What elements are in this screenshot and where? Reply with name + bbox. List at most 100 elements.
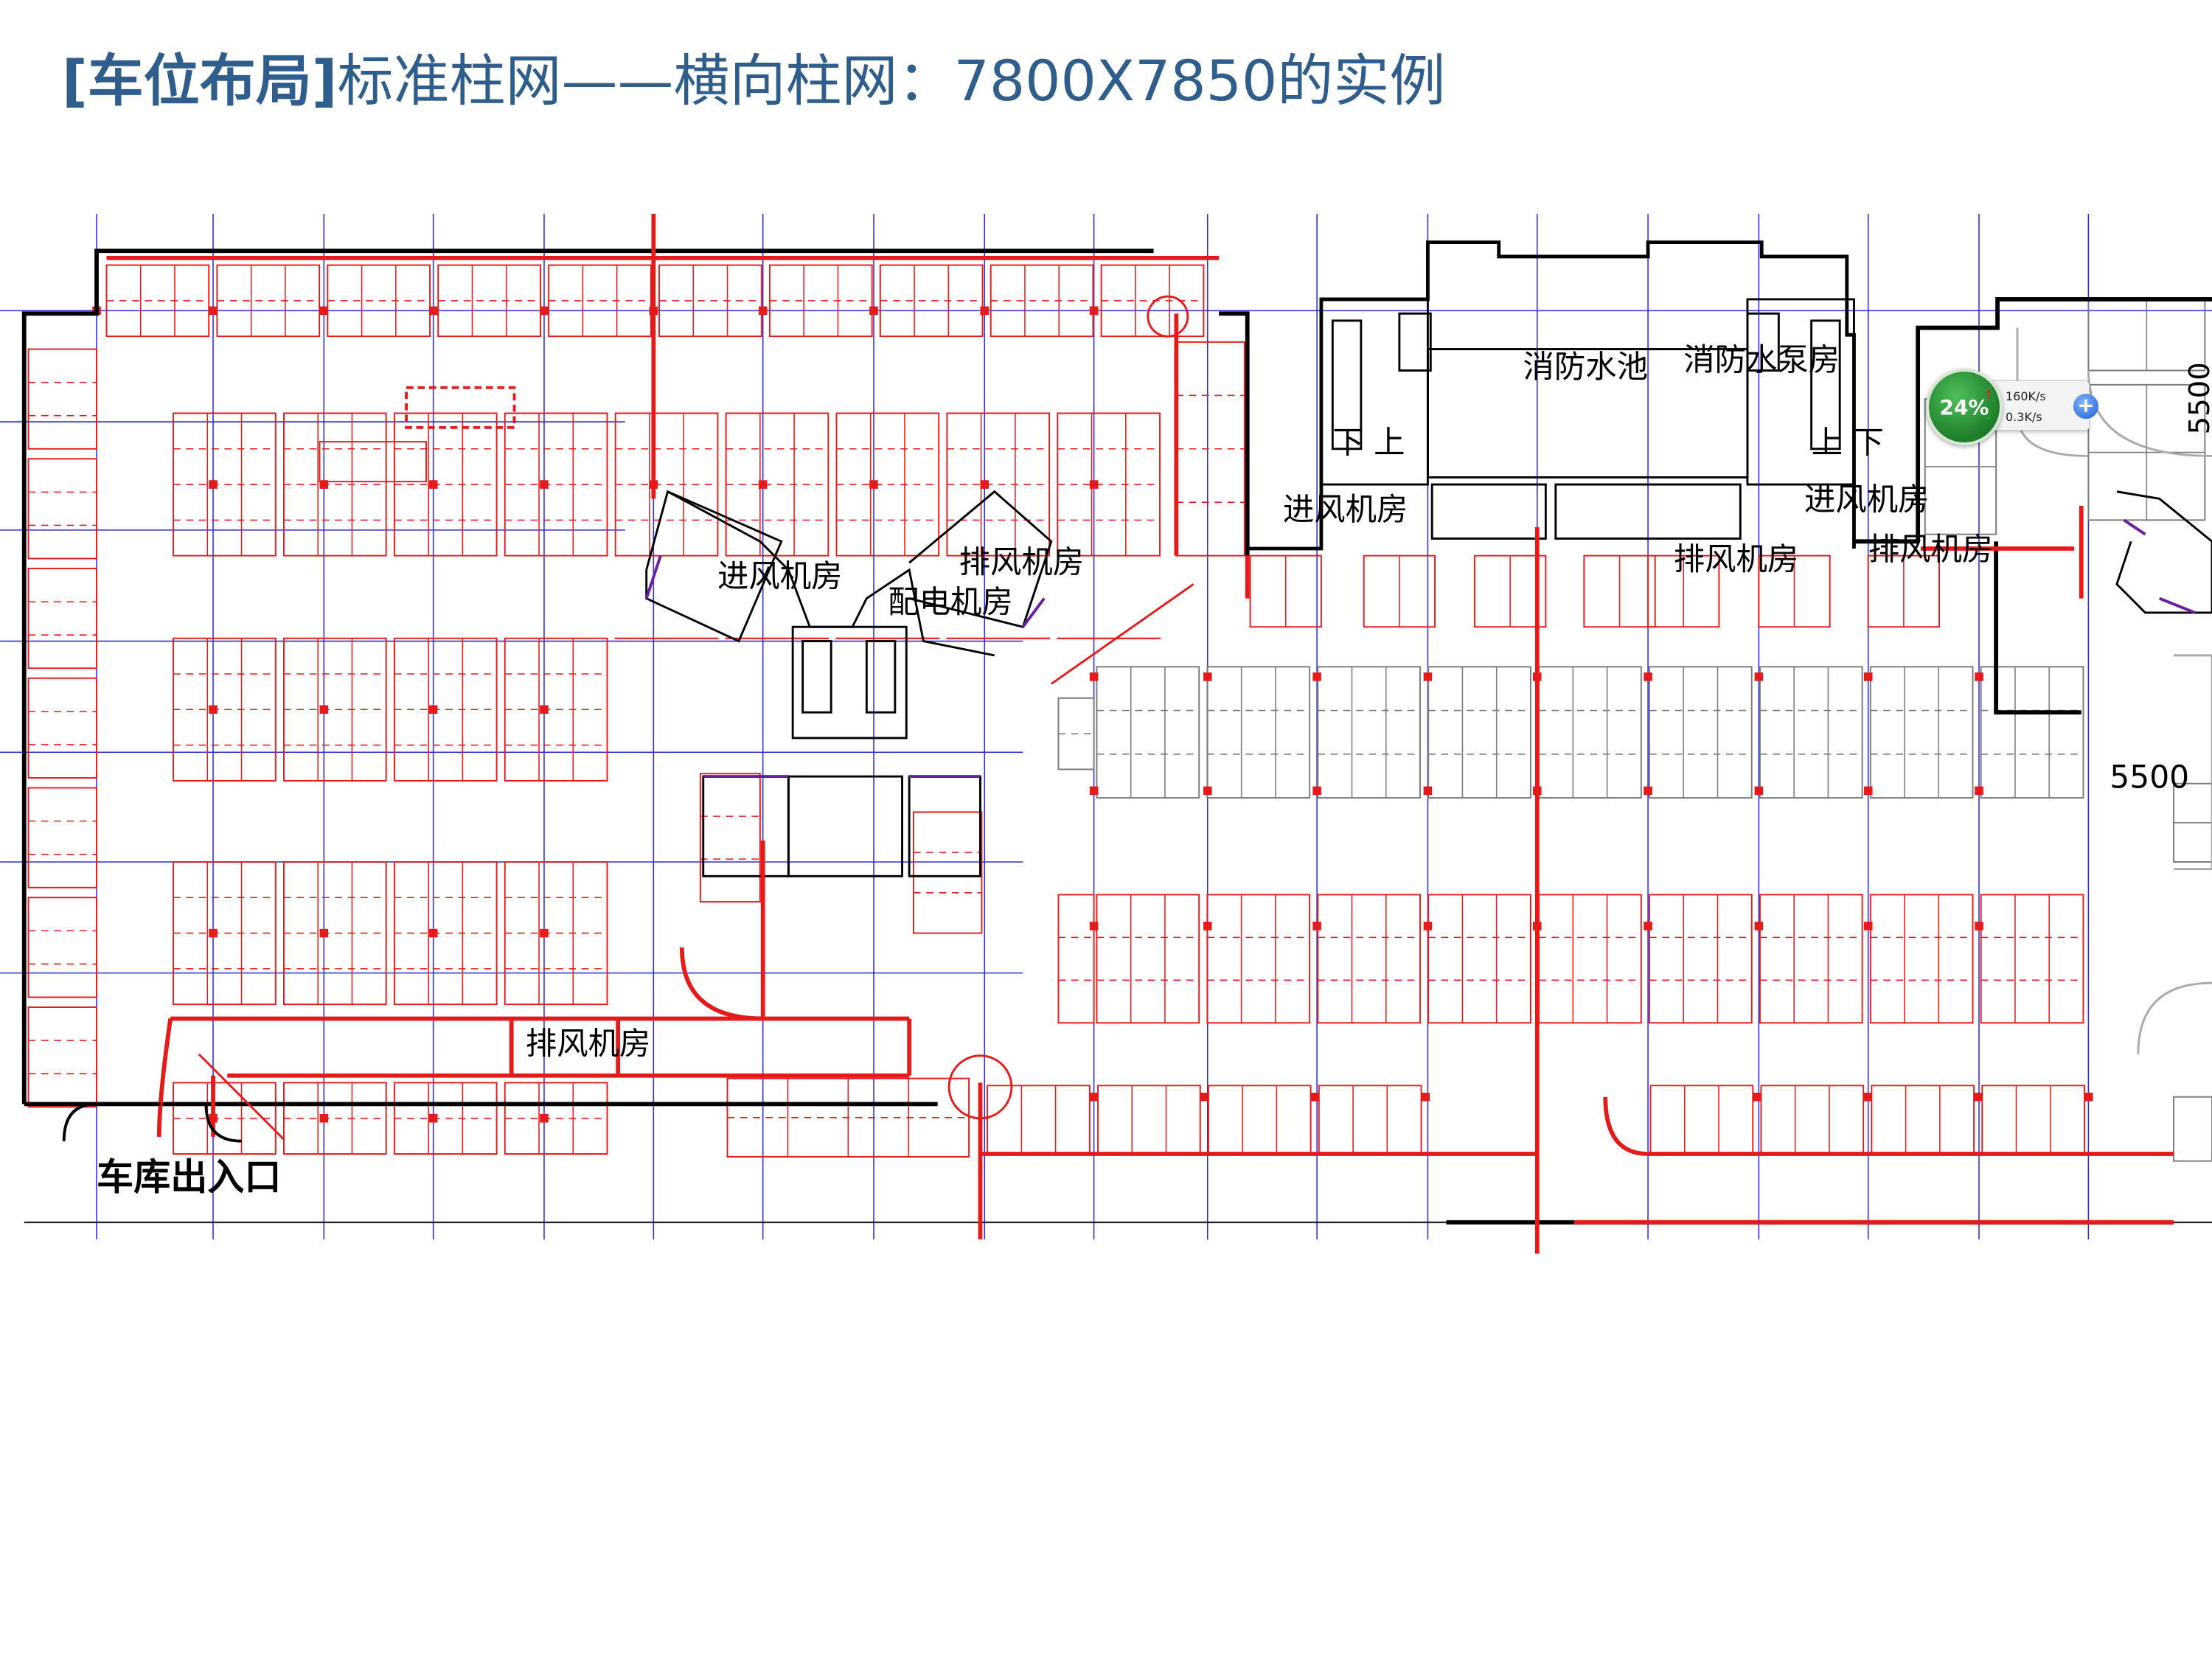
- gray-parking-stalls: [1057, 298, 2212, 1162]
- column-mark: [1644, 786, 1652, 796]
- stair-core-left: [645, 490, 1053, 877]
- column-mark: [540, 1113, 549, 1123]
- column-mark: [428, 705, 438, 714]
- column-mark: [209, 705, 218, 714]
- stall-block: [1538, 894, 1642, 1024]
- stall-block: [1318, 1085, 1422, 1155]
- exhaust-room-label: 排风机房: [526, 1026, 651, 1062]
- column-mark: [1200, 1092, 1209, 1102]
- column-mark: [1644, 922, 1652, 931]
- purple-wall-lines: [644, 518, 2196, 778]
- stall-block: [1649, 666, 1753, 799]
- stall-block: [1427, 894, 1531, 1024]
- column-mark: [209, 306, 218, 316]
- stall-block: [1057, 894, 1095, 1024]
- stall-block: [1981, 1085, 2085, 1155]
- stall-block: [1980, 894, 2084, 1024]
- stall-block: [1206, 666, 1311, 799]
- stall-block: [27, 348, 97, 450]
- column-mark: [1863, 672, 1873, 681]
- title-bracket: [车位布局]: [62, 48, 338, 114]
- column-mark: [428, 928, 438, 938]
- column-mark: [980, 306, 990, 316]
- title-text: 标准柱网——横向柱网：7800X7850的实例: [337, 48, 1446, 114]
- stall-block: [1096, 894, 1200, 1024]
- stall-block: [699, 773, 761, 903]
- exhaust-room-label: 排风机房: [1868, 532, 1994, 568]
- column-mark: [758, 480, 768, 489]
- column-mark: [319, 705, 329, 714]
- power-room-label: 配电机房: [888, 585, 1013, 621]
- network-speed-widget[interactable]: 24% ↑ 160K/s ↓ 0.3K/s +: [1926, 369, 2098, 445]
- fire-pump-room-label: 消防水泵房: [1683, 342, 1840, 378]
- column-mark: [1203, 786, 1212, 796]
- stall-block: [1869, 894, 1974, 1024]
- column-mark: [1975, 672, 1983, 681]
- garage-entry-label: 车库出入口: [97, 1155, 281, 1198]
- stall-block: [912, 811, 983, 934]
- stair-label: 下 上: [1332, 425, 1405, 461]
- stall-block: [1760, 1085, 1865, 1155]
- column-mark: [1312, 786, 1321, 796]
- page-title: [车位布局]标准柱网——横向柱网：7800X7850的实例: [62, 35, 1445, 116]
- column-mark: [1975, 922, 1983, 931]
- red-parking-stalls: [27, 264, 2093, 1158]
- intake-room-label: 进风机房: [717, 559, 843, 595]
- column-mark: [1089, 1092, 1099, 1102]
- column-mark: [428, 1113, 438, 1123]
- stall-block: [27, 787, 97, 888]
- column-mark: [1754, 786, 1764, 796]
- column-mark: [319, 306, 329, 316]
- stall-block: [1869, 666, 1974, 799]
- stall-block: [1649, 1085, 1754, 1155]
- stall-block: [1207, 1085, 1312, 1155]
- stall-block: [1538, 666, 1642, 799]
- upload-arrow-icon: ↑: [1983, 388, 1994, 402]
- door-swings: [62, 1102, 242, 1143]
- column-mark: [1310, 1092, 1320, 1102]
- parking-floor-plan: 车库出入口 排风机房 进风机房 配电机房 排风机房 消防水池 消防水泵房 进风机…: [0, 214, 2212, 1254]
- column-mark: [1089, 480, 1099, 489]
- column-mark: [540, 306, 549, 316]
- column-mark: [980, 480, 990, 489]
- stall-block: [2173, 1096, 2212, 1162]
- stall-block: [987, 1085, 1091, 1155]
- stair-core-right: [1247, 240, 1856, 551]
- dimension-label: 5500: [2110, 759, 2189, 796]
- stall-block: [27, 458, 97, 560]
- exhaust-room-label: 排风机房: [1674, 542, 1799, 578]
- column-mark: [1089, 672, 1099, 681]
- stall-block: [1871, 1085, 1975, 1155]
- column-mark: [1863, 786, 1873, 796]
- cpu-percent-badge[interactable]: 24%: [1926, 369, 2003, 445]
- column-mark: [1863, 1092, 1872, 1102]
- download-speed: 0.3K/s: [2006, 410, 2042, 424]
- column-mark: [1089, 786, 1099, 796]
- column-mark: [1423, 786, 1433, 796]
- intake-room-label: 进风机房: [1804, 482, 1930, 518]
- column-mark: [540, 480, 549, 489]
- stall-block: [27, 568, 97, 669]
- expand-plus-icon[interactable]: +: [2073, 394, 2098, 419]
- column-mark: [1754, 672, 1764, 681]
- column-mark: [1753, 1092, 1761, 1102]
- column-mark: [1974, 1092, 1983, 1102]
- column-mark: [758, 306, 768, 316]
- stall-block: [1649, 894, 1753, 1024]
- stall-block: [1097, 1085, 1201, 1155]
- dimension-label-vertical: 5500: [2183, 362, 2212, 434]
- column-mark: [209, 480, 218, 489]
- stall-block: [1759, 894, 1863, 1024]
- column-mark: [1644, 672, 1652, 681]
- stall-block: [1317, 666, 1421, 799]
- stall-block: [1759, 666, 1863, 799]
- red-fire-partition-lines: [106, 214, 2174, 1254]
- stall-block: [27, 1006, 97, 1108]
- column-mark: [1203, 672, 1212, 681]
- turning-circles: [198, 295, 1194, 1141]
- column-mark: [319, 480, 329, 489]
- intake-room-label: 进风机房: [1283, 492, 1408, 528]
- column-mark: [1863, 922, 1873, 931]
- column-mark: [1975, 786, 1983, 796]
- column-mark: [1312, 672, 1321, 681]
